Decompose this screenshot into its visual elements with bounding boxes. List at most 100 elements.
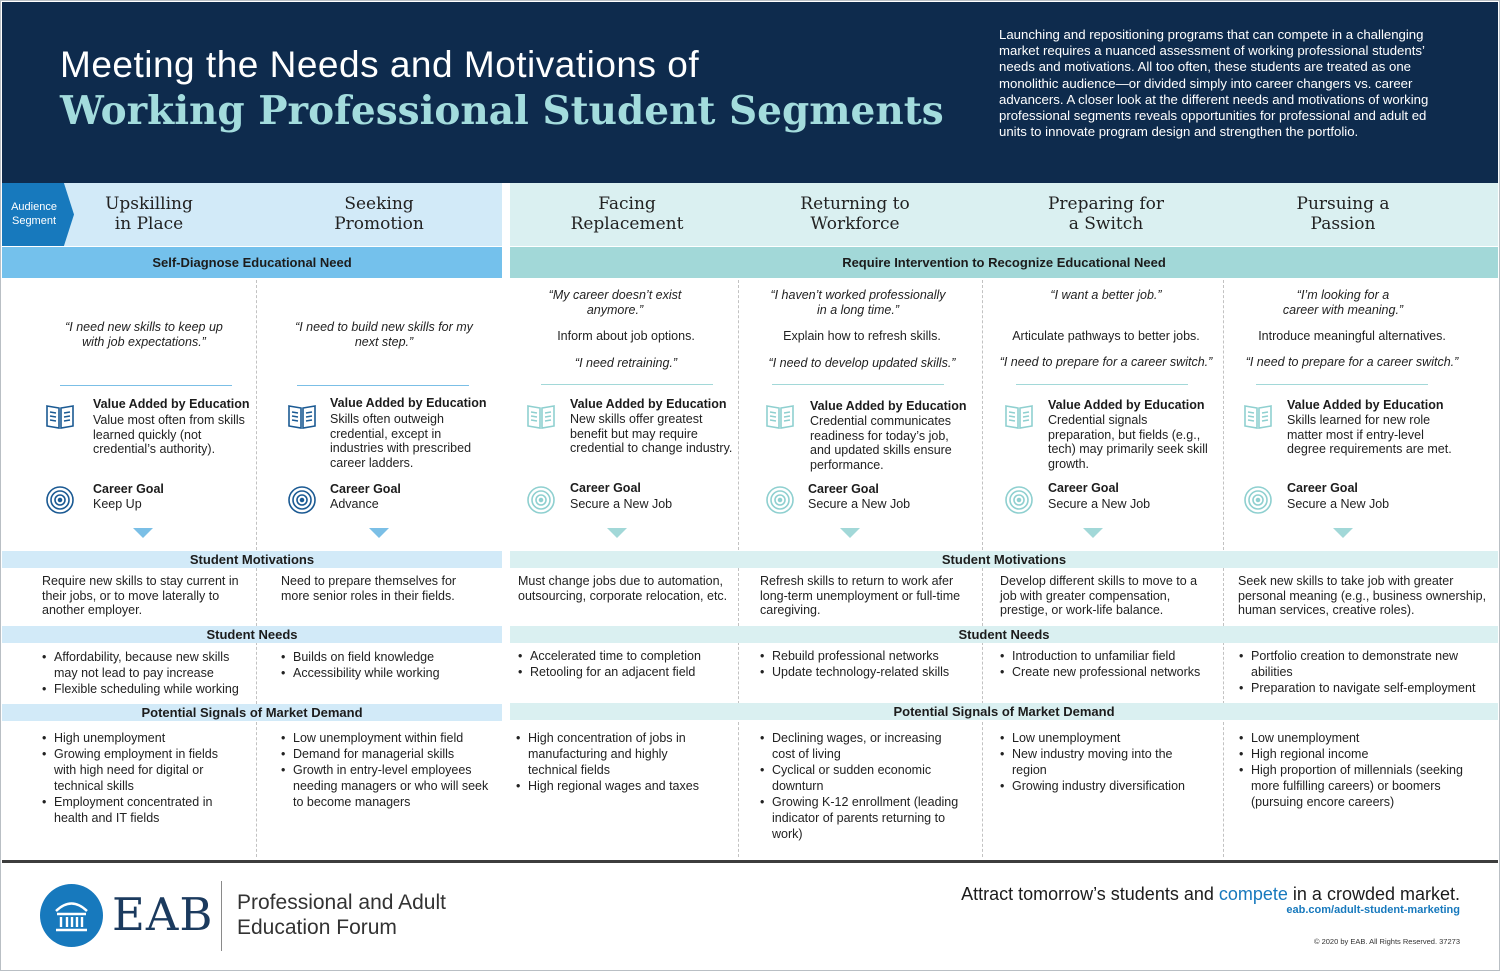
group-gap — [502, 183, 510, 860]
list-item: Introduction to unfamiliar field — [1000, 648, 1218, 664]
quote-promotion: “I need to build new skills for my next … — [295, 320, 473, 349]
column-separator — [982, 722, 983, 857]
column-separator — [738, 568, 739, 626]
needs-list: Builds on field knowledge Accessibility … — [281, 649, 491, 681]
list-item: Preparation to navigate self-employment — [1239, 680, 1494, 696]
column-separator — [982, 568, 983, 626]
title-line-2: Working Professional Student Segments — [60, 88, 944, 134]
column-separator — [1223, 722, 1224, 857]
segment-band-right — [510, 183, 1498, 246]
section-header-motivations-right: Student Motivations — [510, 551, 1498, 568]
list-item: Accelerated time to completion — [518, 648, 736, 664]
group-bar-self-diagnose: Self-Diagnose Educational Need — [2, 247, 502, 278]
career-goal-title: Career Goal — [570, 481, 641, 495]
target-icon — [527, 486, 555, 514]
career-goal-title: Career Goal — [330, 482, 401, 496]
quote-switch-2: “I need to prepare for a career switch.” — [999, 355, 1213, 369]
down-arrow-icon — [1083, 528, 1103, 538]
open-book-icon — [527, 405, 555, 429]
column-separator — [738, 280, 739, 550]
list-item: Growing K-12 enrollment (leading indicat… — [760, 794, 960, 842]
column-separator — [738, 722, 739, 857]
signals-list: Low unemployment New industry moving int… — [1000, 730, 1200, 794]
group-bar-intervention: Require Intervention to Recognize Educat… — [510, 247, 1498, 278]
motivation-text: Need to prepare themselves for more seni… — [281, 574, 457, 603]
column-separator — [1223, 642, 1224, 704]
list-item: Accessibility while working — [281, 665, 491, 681]
action-returning: Explain how to refresh skills. — [783, 329, 941, 343]
value-added-text: New skills offer greatest benefit but ma… — [570, 412, 733, 456]
needs-list: Affordability, because new skills may no… — [42, 649, 242, 697]
career-goal-text: Keep Up — [93, 497, 142, 511]
list-item: Cyclical or sudden economic downturn — [760, 762, 960, 794]
list-item: High proportion of millennials (seeking … — [1239, 762, 1489, 810]
list-item: New industry moving into the region — [1000, 746, 1200, 778]
list-item: High unemployment — [42, 730, 242, 746]
action-switch: Articulate pathways to better jobs. — [1012, 329, 1200, 343]
signals-list: Low unemployment within field Demand for… — [281, 730, 491, 810]
list-item: Create new professional networks — [1000, 664, 1218, 680]
needs-list: Rebuild professional networks Update tec… — [760, 648, 978, 680]
list-item: Low unemployment within field — [281, 730, 491, 746]
list-item: Low unemployment — [1000, 730, 1200, 746]
audience-segment-arrow — [2, 183, 74, 246]
divider-line — [1016, 384, 1188, 385]
footer-url-link[interactable]: eab.com/adult-student-marketing — [1286, 904, 1460, 916]
target-icon — [766, 486, 794, 514]
career-goal-text: Advance — [330, 497, 379, 511]
list-item: Flexible scheduling while working — [42, 681, 242, 697]
quote-upskilling: “I need new skills to keep up with job e… — [65, 320, 223, 349]
quote-switch-1: “I want a better job.” — [1050, 288, 1162, 302]
segment-band-left — [2, 183, 502, 246]
column-separator — [982, 280, 983, 550]
list-item: Retooling for an adjacent field — [518, 664, 736, 680]
motivation-text: Must change jobs due to automation, outs… — [518, 574, 728, 603]
section-header-signals-right: Potential Signals of Market Demand — [510, 703, 1498, 720]
value-added-title: Value Added by Education — [1287, 398, 1444, 412]
down-arrow-icon — [1333, 528, 1353, 538]
open-book-icon — [1005, 405, 1033, 429]
divider-line — [1256, 384, 1428, 385]
column-separator — [738, 642, 739, 704]
signals-list: Declining wages, or increasing cost of l… — [760, 730, 960, 842]
motivation-text: Develop different skills to move to a jo… — [1000, 574, 1198, 618]
open-book-icon — [1244, 405, 1272, 429]
career-goal-title: Career Goal — [93, 482, 164, 496]
quote-returning-1: “I haven’t worked professionally in a lo… — [770, 288, 946, 317]
career-goal-text: Secure a New Job — [1048, 497, 1151, 511]
section-header-motivations-left: Student Motivations — [2, 551, 502, 568]
logo-divider — [221, 881, 222, 951]
divider-line — [297, 385, 469, 386]
value-added-title: Value Added by Education — [93, 397, 250, 411]
footer-rule — [2, 860, 1498, 863]
column-separator — [256, 280, 257, 550]
motivation-text: Require new skills to stay current in th… — [42, 574, 239, 618]
target-icon — [1244, 486, 1272, 514]
value-added-title: Value Added by Education — [330, 396, 487, 410]
copyright: © 2020 by EAB. All Rights Reserved. 3727… — [1313, 937, 1460, 946]
career-goal-text: Secure a New Job — [1287, 497, 1390, 511]
divider-line — [772, 384, 944, 385]
column-separator — [256, 568, 257, 626]
career-goal-text: Secure a New Job — [808, 497, 911, 511]
open-book-icon — [766, 405, 794, 429]
needs-list: Portfolio creation to demonstrate new ab… — [1239, 648, 1494, 696]
header-banner — [2, 2, 1498, 183]
value-added-title: Value Added by Education — [570, 397, 727, 411]
signals-list: High concentration of jobs in manufactur… — [516, 730, 716, 794]
title-line-1: Meeting the Needs and Motivations of — [60, 44, 700, 85]
needs-list: Accelerated time to completion Retooling… — [518, 648, 736, 680]
intro-paragraph: Launching and repositioning programs tha… — [999, 27, 1429, 140]
column-separator — [256, 722, 257, 857]
needs-list: Introduction to unfamiliar field Create … — [1000, 648, 1218, 680]
value-added-text: Skills learned for new role matter most … — [1287, 413, 1452, 457]
divider-line — [60, 385, 232, 386]
value-added-text: Skills often outweigh credential, except… — [330, 412, 472, 470]
career-goal-title: Career Goal — [1048, 481, 1119, 495]
target-icon — [46, 486, 74, 514]
list-item: Affordability, because new skills may no… — [42, 649, 242, 681]
audience-segment-label: Audience Segment — [11, 201, 57, 227]
